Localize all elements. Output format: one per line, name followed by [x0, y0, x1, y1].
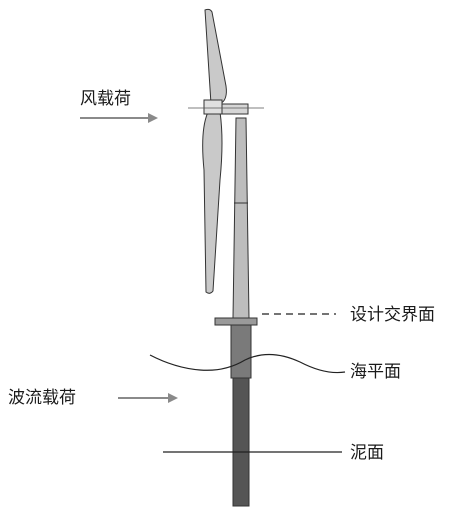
tower: [232, 117, 250, 319]
design-interface-label: 设计交界面: [350, 305, 435, 325]
wave-current-load-label: 波流载荷: [8, 388, 76, 408]
wind-load-label: 风载荷: [80, 89, 131, 109]
hub: [203, 99, 223, 115]
blade-upper: [204, 8, 227, 105]
interface-flange: [214, 317, 258, 326]
sea-level-label: 海平面: [350, 362, 401, 382]
sea-level-wave: [149, 353, 346, 374]
blade-lower: [202, 111, 223, 294]
monopile: [232, 371, 250, 507]
transition-piece: [230, 317, 252, 379]
nacelle: [219, 103, 249, 115]
mudline-label: 泥面: [350, 443, 384, 463]
